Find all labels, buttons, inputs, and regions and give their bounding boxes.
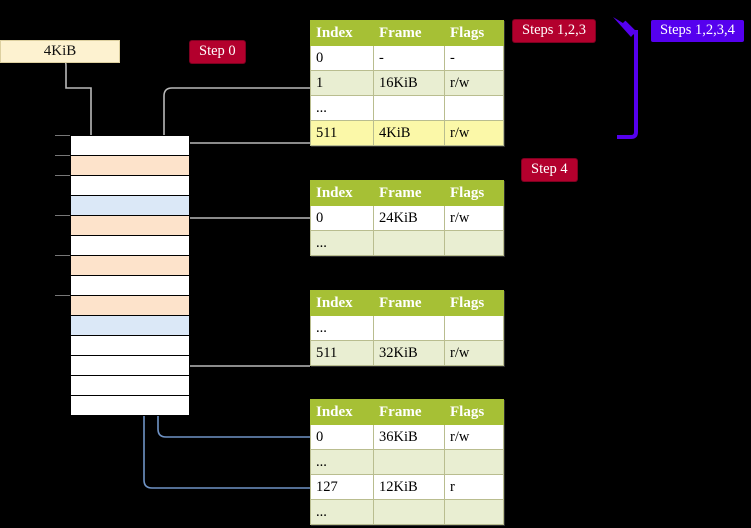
column-header-flags: Flags xyxy=(444,399,504,425)
column-header-frame: Frame xyxy=(373,180,445,206)
table-cell: 4KiB xyxy=(373,120,445,146)
column-header-flags: Flags xyxy=(444,20,504,46)
table-cell: - xyxy=(373,45,445,71)
table-cell: 16KiB xyxy=(373,70,445,96)
steps-123-badge: Steps 1,2,3 xyxy=(513,20,596,42)
memory-tick-mark xyxy=(55,155,70,156)
column-header-flags: Flags xyxy=(444,180,504,206)
column-header-index: Index xyxy=(310,399,374,425)
connector-l1-row0 xyxy=(151,328,310,438)
table-cell: 511 xyxy=(310,340,374,366)
memory-frame-row xyxy=(70,235,190,256)
memory-frame-row xyxy=(70,355,190,376)
memory-frame-row xyxy=(70,155,190,176)
table-cell xyxy=(373,95,445,121)
memory-tick-mark xyxy=(55,175,70,176)
size-box: 4KiB xyxy=(0,40,120,63)
table-row: ... xyxy=(310,95,504,121)
memory-frame-row xyxy=(70,335,190,356)
physical-memory-column xyxy=(55,135,190,416)
memory-frame-row xyxy=(70,195,190,216)
memory-tick-mark xyxy=(55,215,70,216)
memory-frame-row xyxy=(70,215,190,236)
step-0-badge: Step 0 xyxy=(190,41,245,63)
column-header-index: Index xyxy=(310,180,374,206)
table-cell: r xyxy=(444,474,504,500)
table-cell xyxy=(444,499,504,525)
table-cell: r/w xyxy=(444,340,504,366)
table-cell xyxy=(373,449,445,475)
memory-frame-row xyxy=(70,395,190,416)
table-cell: r/w xyxy=(444,70,504,96)
table-cell: ... xyxy=(310,315,374,341)
memory-frame-row xyxy=(70,175,190,196)
table-cell xyxy=(444,315,504,341)
table-cell: 0 xyxy=(310,45,374,71)
memory-frame-row xyxy=(70,375,190,396)
table-row: ... xyxy=(310,230,504,256)
memory-frame-row xyxy=(70,295,190,316)
steps-arrowhead xyxy=(613,17,636,37)
column-header-flags: Flags xyxy=(444,290,504,316)
step-4-badge: Step 4 xyxy=(522,159,577,181)
table-cell: - xyxy=(444,45,504,71)
table-cell: r/w xyxy=(444,120,504,146)
column-header-index: Index xyxy=(310,20,374,46)
table-cell: 1 xyxy=(310,70,374,96)
table-cell: ... xyxy=(310,499,374,525)
memory-frame-row xyxy=(70,315,190,336)
table-cell: r/w xyxy=(444,205,504,231)
table-cell: 0 xyxy=(310,205,374,231)
memory-tick-mark xyxy=(55,255,70,256)
column-header-frame: Frame xyxy=(373,399,445,425)
table-row: ... xyxy=(310,449,504,475)
table-cell: 511 xyxy=(310,120,374,146)
table-cell xyxy=(373,315,445,341)
column-header-frame: Frame xyxy=(373,20,445,46)
table-cell: 127 xyxy=(310,474,374,500)
memory-tick-mark xyxy=(55,135,70,136)
connector-steps-loop xyxy=(617,30,638,139)
table-cell xyxy=(444,230,504,256)
column-header-index: Index xyxy=(310,290,374,316)
size-box-label: 4KiB xyxy=(43,43,77,59)
table-cell: 12KiB xyxy=(373,474,445,500)
table-row: ... xyxy=(310,499,504,525)
table-cell: r/w xyxy=(444,424,504,450)
table-cell: ... xyxy=(310,95,374,121)
memory-frame-row xyxy=(70,275,190,296)
memory-tick-mark xyxy=(55,295,70,296)
table-cell xyxy=(373,499,445,525)
table-cell: ... xyxy=(310,449,374,475)
table-cell: 32KiB xyxy=(373,340,445,366)
column-header-frame: Frame xyxy=(373,290,445,316)
table-cell: ... xyxy=(310,230,374,256)
memory-frame-row xyxy=(70,135,190,156)
table-cell xyxy=(444,95,504,121)
memory-frame-row xyxy=(70,255,190,276)
connector-l4-row511 xyxy=(177,142,310,152)
connector-l4-row1 xyxy=(163,87,310,150)
table-cell xyxy=(373,230,445,256)
table-cell xyxy=(444,449,504,475)
table-cell: 36KiB xyxy=(373,424,445,450)
steps-1234-badge: Steps 1,2,3,4 xyxy=(651,20,744,42)
table-cell: 0 xyxy=(310,424,374,450)
connector-l3-row0 xyxy=(177,217,310,262)
connector-l1-row127 xyxy=(137,208,310,489)
table-row: ... xyxy=(310,315,504,341)
table-cell: 24KiB xyxy=(373,205,445,231)
table-row: 0-- xyxy=(310,45,504,71)
